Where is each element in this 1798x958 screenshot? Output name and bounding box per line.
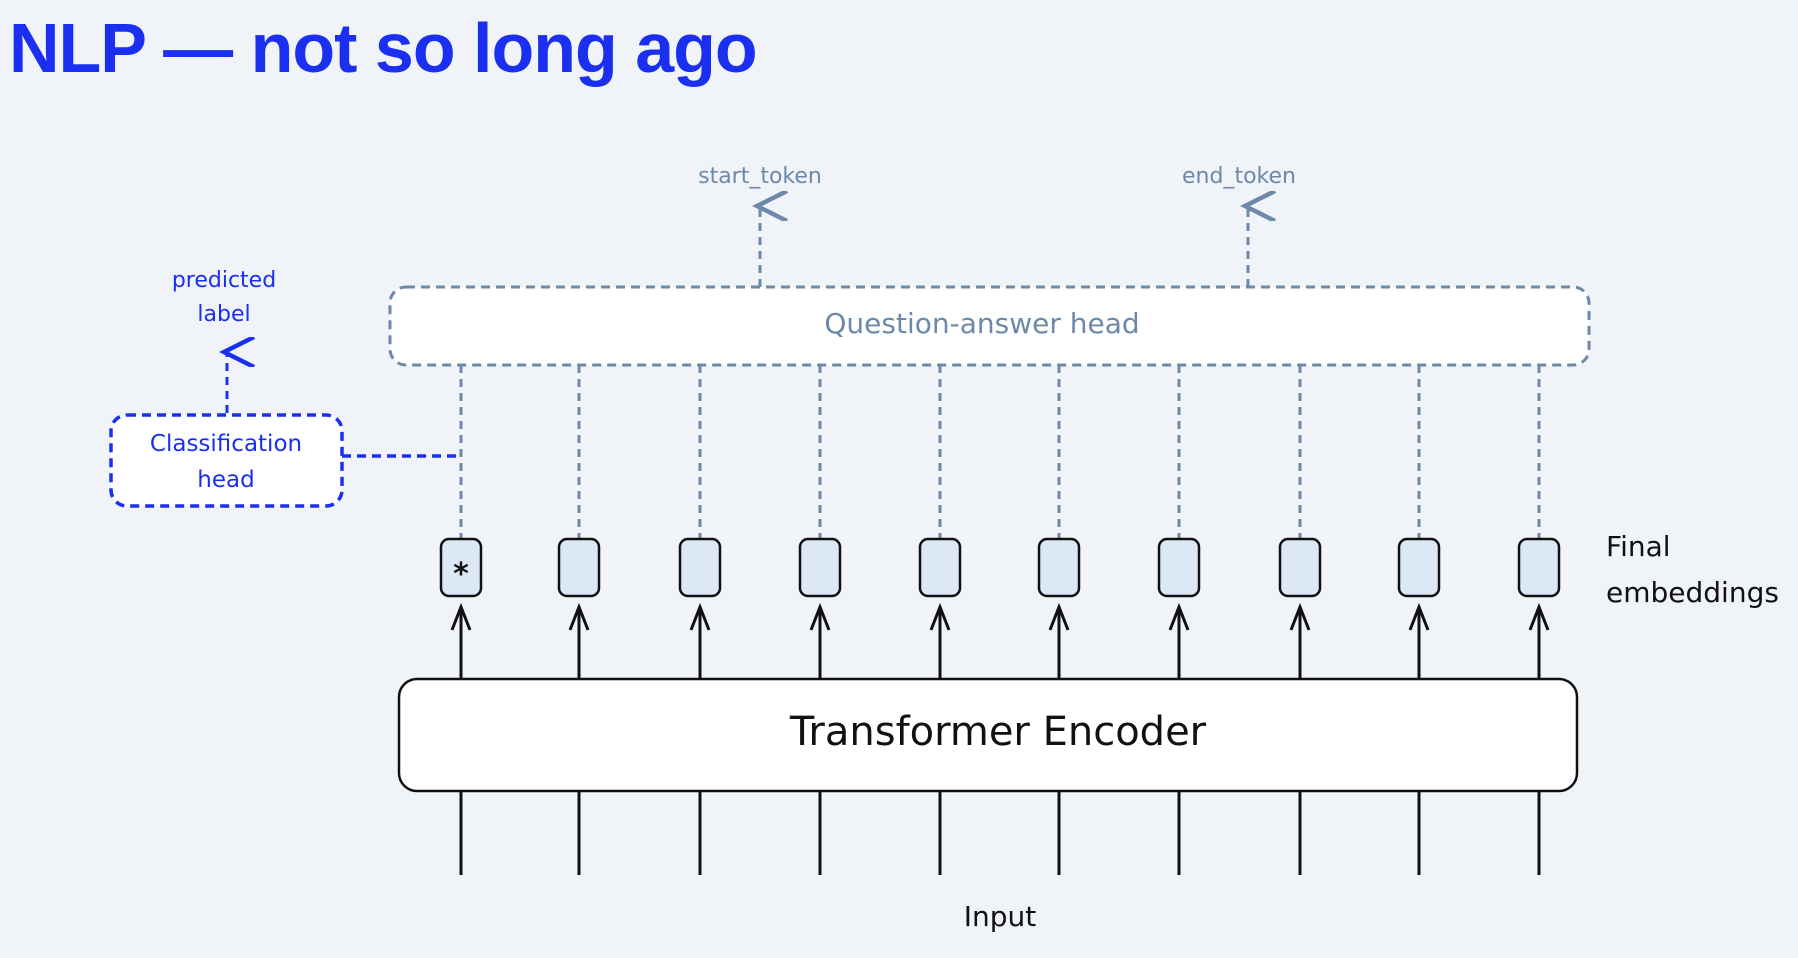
classification-head xyxy=(109,413,344,508)
arrowhead-icon xyxy=(1289,602,1311,631)
arrowhead-icon xyxy=(689,602,711,631)
transformer-encoder-label: Transformer Encoder xyxy=(789,709,1207,755)
arrowhead-icon xyxy=(809,602,831,631)
arrowhead-icon xyxy=(568,602,590,631)
predicted-label-line2: label xyxy=(197,302,250,327)
final-embedding-token xyxy=(1397,537,1441,598)
final-embedding-token xyxy=(1278,537,1322,598)
slide-title: NLP — not so long ago xyxy=(9,9,758,87)
final-embedding-token xyxy=(798,537,842,598)
classification-head-line2: head xyxy=(197,467,254,493)
final-embedding-token xyxy=(1037,537,1081,598)
transformer-encoder xyxy=(397,677,1579,793)
final-embedding-token xyxy=(678,537,722,598)
final-embedding-token xyxy=(918,537,962,598)
cls-token-marker: * xyxy=(453,557,469,592)
final-embedding-token xyxy=(557,537,601,598)
end-token-label: end_token xyxy=(1182,164,1296,189)
question-answer-head xyxy=(388,285,1591,367)
classification-head-line1: Classification xyxy=(150,431,302,457)
start-token-label: start_token xyxy=(698,164,822,189)
final-embedding-token xyxy=(1517,537,1561,598)
final-embedding-token xyxy=(1157,537,1201,598)
predicted-label-line1: predicted xyxy=(172,268,276,293)
arrowhead-icon xyxy=(1408,602,1430,631)
arrowhead-icon xyxy=(1528,602,1550,631)
arrowhead-icon xyxy=(450,602,472,631)
final-embedding-token xyxy=(439,537,483,598)
arrowhead-icon xyxy=(1048,602,1070,631)
input-label: Input xyxy=(964,900,1037,933)
arrowhead-icon xyxy=(929,602,951,631)
final-embeddings-line1: Final xyxy=(1606,530,1671,563)
final-embeddings-line2: embeddings xyxy=(1606,576,1779,609)
question-answer-head-label: Question-answer head xyxy=(824,307,1139,340)
arrowhead-icon xyxy=(1168,602,1190,631)
